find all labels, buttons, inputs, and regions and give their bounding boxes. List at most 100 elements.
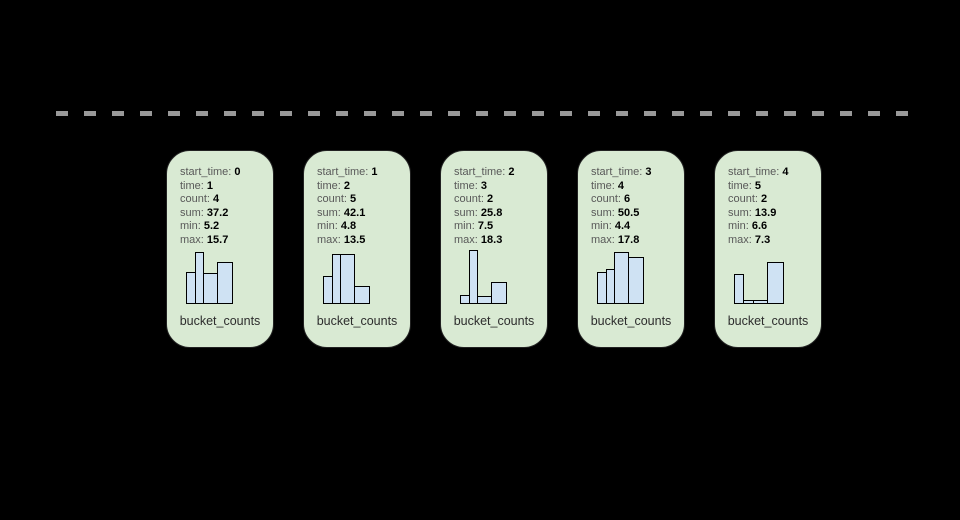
- field-row: count: 2: [728, 193, 821, 207]
- field-value: 2: [505, 166, 515, 178]
- field-row: max: 13.5: [317, 234, 410, 248]
- field-row: time: 3: [454, 180, 547, 194]
- field-value: 2: [757, 193, 768, 205]
- histogram-bar: [217, 262, 233, 304]
- field-label: min:: [180, 220, 201, 232]
- histogram-bar: [354, 286, 370, 304]
- histogram-bar: [628, 257, 644, 304]
- bucket-counts-label: bucket_counts: [316, 314, 398, 328]
- field-label: count:: [728, 193, 758, 205]
- field-value: 13.5: [340, 233, 366, 246]
- field-label: min:: [728, 220, 749, 232]
- field-label: max:: [454, 233, 478, 246]
- field-row: sum: 25.8: [454, 207, 547, 221]
- field-label: sum:: [728, 206, 752, 219]
- histogram-bar: [753, 300, 768, 304]
- field-row: min: 5.2: [180, 220, 273, 234]
- field-row: count: 4: [180, 193, 273, 207]
- field-value: 25.8: [477, 206, 503, 219]
- field-label: time:: [180, 179, 204, 192]
- field-label: max:: [728, 233, 752, 246]
- field-label: sum:: [180, 206, 204, 219]
- field-label: min:: [591, 220, 612, 232]
- field-row: max: 18.3: [454, 234, 547, 248]
- field-value: 4: [209, 193, 220, 205]
- field-label: sum:: [591, 206, 615, 219]
- field-row: max: 15.7: [180, 234, 273, 248]
- field-row: time: 4: [591, 180, 684, 194]
- field-value: 4: [614, 179, 625, 192]
- field-value: 4.8: [337, 220, 357, 232]
- field-label: count:: [454, 193, 484, 205]
- field-label: start_time:: [591, 166, 643, 178]
- field-row: count: 5: [317, 193, 410, 207]
- field-value: 5: [346, 193, 357, 205]
- field-row: sum: 50.5: [591, 207, 684, 221]
- field-label: count:: [591, 193, 621, 205]
- field-value: 7.3: [751, 233, 771, 246]
- histogram-bar: [203, 273, 218, 304]
- field-value: 1: [368, 166, 378, 178]
- field-label: time:: [728, 179, 752, 192]
- bucket-counts-label: bucket_counts: [453, 314, 535, 328]
- field-label: start_time:: [180, 166, 232, 178]
- field-row: min: 4.4: [591, 220, 684, 234]
- field-row: time: 1: [180, 180, 273, 194]
- field-value: 4.4: [611, 220, 631, 232]
- histogram: [186, 249, 273, 304]
- field-value: 50.5: [614, 206, 640, 219]
- field-label: sum:: [317, 206, 341, 219]
- field-value: 42.1: [340, 206, 366, 219]
- field-label: min:: [317, 220, 338, 232]
- field-label: start_time:: [454, 166, 506, 178]
- field-label: max:: [180, 233, 204, 246]
- field-label: max:: [591, 233, 615, 246]
- histogram: [460, 249, 547, 304]
- field-value: 18.3: [477, 233, 503, 246]
- field-value: 17.8: [614, 233, 640, 246]
- histogram-bar: [614, 252, 629, 304]
- field-value: 7.5: [474, 220, 494, 232]
- field-row: min: 6.6: [728, 220, 821, 234]
- field-value: 5: [751, 179, 762, 192]
- histogram: [734, 249, 821, 304]
- field-row: min: 7.5: [454, 220, 547, 234]
- field-row: max: 17.8: [591, 234, 684, 248]
- field-row: time: 5: [728, 180, 821, 194]
- field-row: start_time: 3: [591, 166, 684, 180]
- histogram-bar: [469, 250, 478, 304]
- field-value: 2: [483, 193, 494, 205]
- field-value: 2: [340, 179, 351, 192]
- field-row: start_time: 2: [454, 166, 547, 180]
- field-label: max:: [317, 233, 341, 246]
- histogram-bar: [734, 274, 744, 304]
- field-row: start_time: 1: [317, 166, 410, 180]
- field-row: sum: 13.9: [728, 207, 821, 221]
- histogram-bar: [477, 296, 492, 304]
- field-value: 3: [642, 166, 652, 178]
- field-value: 37.2: [203, 206, 229, 219]
- field-row: time: 2: [317, 180, 410, 194]
- field-label: count:: [180, 193, 210, 205]
- field-value: 0: [231, 166, 241, 178]
- field-value: 6: [620, 193, 631, 205]
- field-label: time:: [317, 179, 341, 192]
- field-row: start_time: 0: [180, 166, 273, 180]
- field-label: time:: [454, 179, 478, 192]
- field-label: count:: [317, 193, 347, 205]
- field-value: 6.6: [748, 220, 768, 232]
- bucket-counts-label: bucket_counts: [727, 314, 809, 328]
- field-label: start_time:: [317, 166, 369, 178]
- field-value: 3: [477, 179, 488, 192]
- field-row: sum: 42.1: [317, 207, 410, 221]
